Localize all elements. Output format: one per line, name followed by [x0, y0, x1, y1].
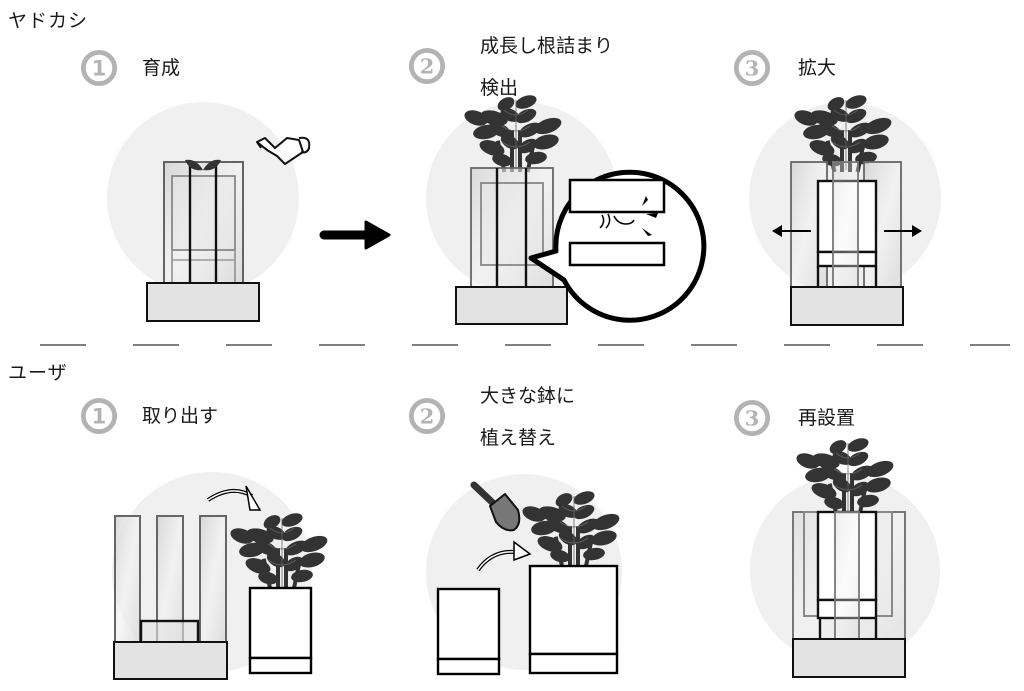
step-number-badge-1: 1 — [80, 49, 118, 87]
step-number-badge-3: 3 — [733, 399, 771, 437]
callout-upper-block — [568, 178, 666, 214]
large-pot — [528, 564, 619, 656]
step-title: 再設置 — [798, 407, 856, 429]
step-number-badge-2: 2 — [408, 397, 446, 435]
base-block — [113, 641, 228, 680]
svg-text:1: 1 — [92, 57, 107, 81]
expand-right-arrow-icon — [884, 225, 922, 237]
illustration-provider-step-1 — [107, 102, 311, 322]
svg-text:3: 3 — [745, 406, 760, 431]
section-label-provider: ヤドカシ — [8, 10, 89, 32]
roots-icon — [599, 213, 635, 229]
old-pot — [436, 587, 501, 661]
inner-pot — [171, 175, 236, 251]
sleeve-center — [834, 511, 860, 640]
illustration-user-step-1 — [112, 472, 330, 680]
sleeve-panel-right — [199, 515, 227, 644]
step-title-line-2: 検出 — [480, 77, 519, 99]
svg-text:2: 2 — [420, 404, 435, 429]
base-block — [790, 286, 904, 326]
step-number-badge-2: 2 — [408, 47, 446, 85]
illustration-user-step-2 — [426, 474, 622, 676]
svg-text:1: 1 — [92, 405, 107, 429]
section-label-user: ユーザ — [8, 362, 68, 384]
sleeve-outer — [470, 167, 554, 289]
base-block — [455, 286, 568, 325]
illustration-user-step-3 — [750, 435, 940, 678]
step-number-badge-1: 1 — [80, 397, 118, 435]
step-title-line-1: 大きな鉢に — [480, 385, 576, 407]
watering-can-icon — [256, 136, 311, 165]
pot-holder — [139, 619, 200, 645]
plant-pot — [248, 586, 313, 660]
expand-left-arrow-icon — [772, 225, 811, 237]
sleeve-panel-left — [114, 515, 141, 644]
callout-lower-block — [568, 241, 666, 267]
illustration-provider-step-2 — [426, 92, 707, 325]
sprout-icon — [185, 159, 221, 171]
step-title-line-1: 成長し根詰まり — [480, 35, 614, 57]
step-title: 取り出す — [142, 405, 219, 427]
step-title-line-2: 植え替え — [480, 427, 557, 449]
step-title: 育成 — [142, 57, 181, 79]
illustration-provider-step-3 — [749, 92, 941, 326]
step-title: 拡大 — [798, 57, 837, 79]
trowel-icon — [470, 481, 521, 532]
base-block — [792, 638, 906, 678]
detection-spark-icon — [642, 196, 658, 236]
sleeve-center — [832, 161, 859, 288]
inner-pot — [480, 182, 544, 266]
svg-text:2: 2 — [420, 54, 435, 79]
right-arrow-icon — [319, 220, 391, 250]
step-number-badge-3: 3 — [733, 49, 771, 87]
svg-text:3: 3 — [745, 56, 760, 81]
base-block — [146, 282, 260, 322]
